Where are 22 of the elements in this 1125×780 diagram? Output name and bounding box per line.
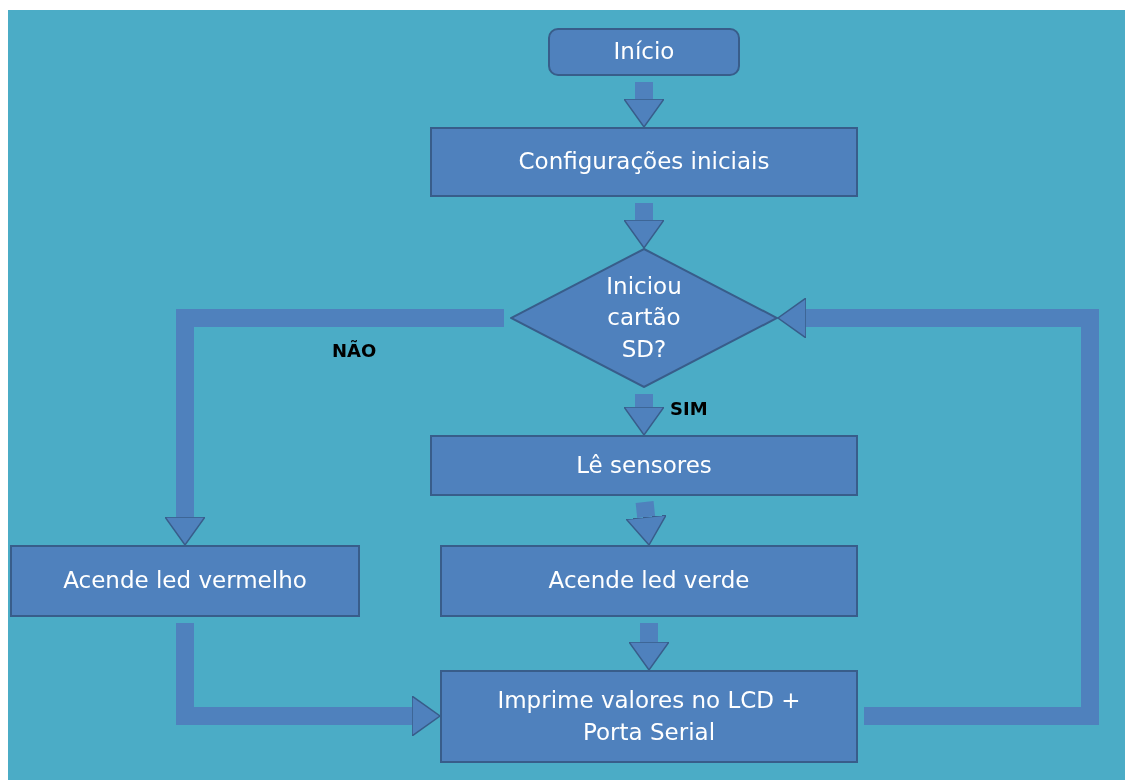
block-arrow: [164, 309, 504, 546]
process-box: [440, 545, 858, 617]
process-box: [430, 127, 858, 197]
block-arrow: [628, 623, 670, 671]
start-box: [548, 28, 740, 76]
node-text: Acende led verde: [548, 566, 750, 596]
node-text: Início: [613, 37, 675, 67]
process-box: [10, 545, 360, 617]
block-arrow: [625, 501, 667, 546]
block-arrow: [623, 394, 665, 436]
node-text: Lê sensores: [576, 450, 712, 480]
node-text: Configurações iniciais: [518, 147, 770, 177]
process-box: [430, 435, 858, 496]
block-arrow: [176, 623, 441, 737]
block-arrow: [777, 297, 1099, 725]
block-arrow: [623, 82, 665, 128]
node-text: Iniciou cartão SD?: [605, 272, 683, 364]
decision-diamond: [510, 248, 778, 388]
process-box: [440, 670, 858, 763]
block-arrow: [623, 203, 665, 249]
node-text: Acende led vermelho: [63, 566, 307, 596]
node-text: Imprime valores no LCD + Porta Serial: [496, 686, 802, 747]
